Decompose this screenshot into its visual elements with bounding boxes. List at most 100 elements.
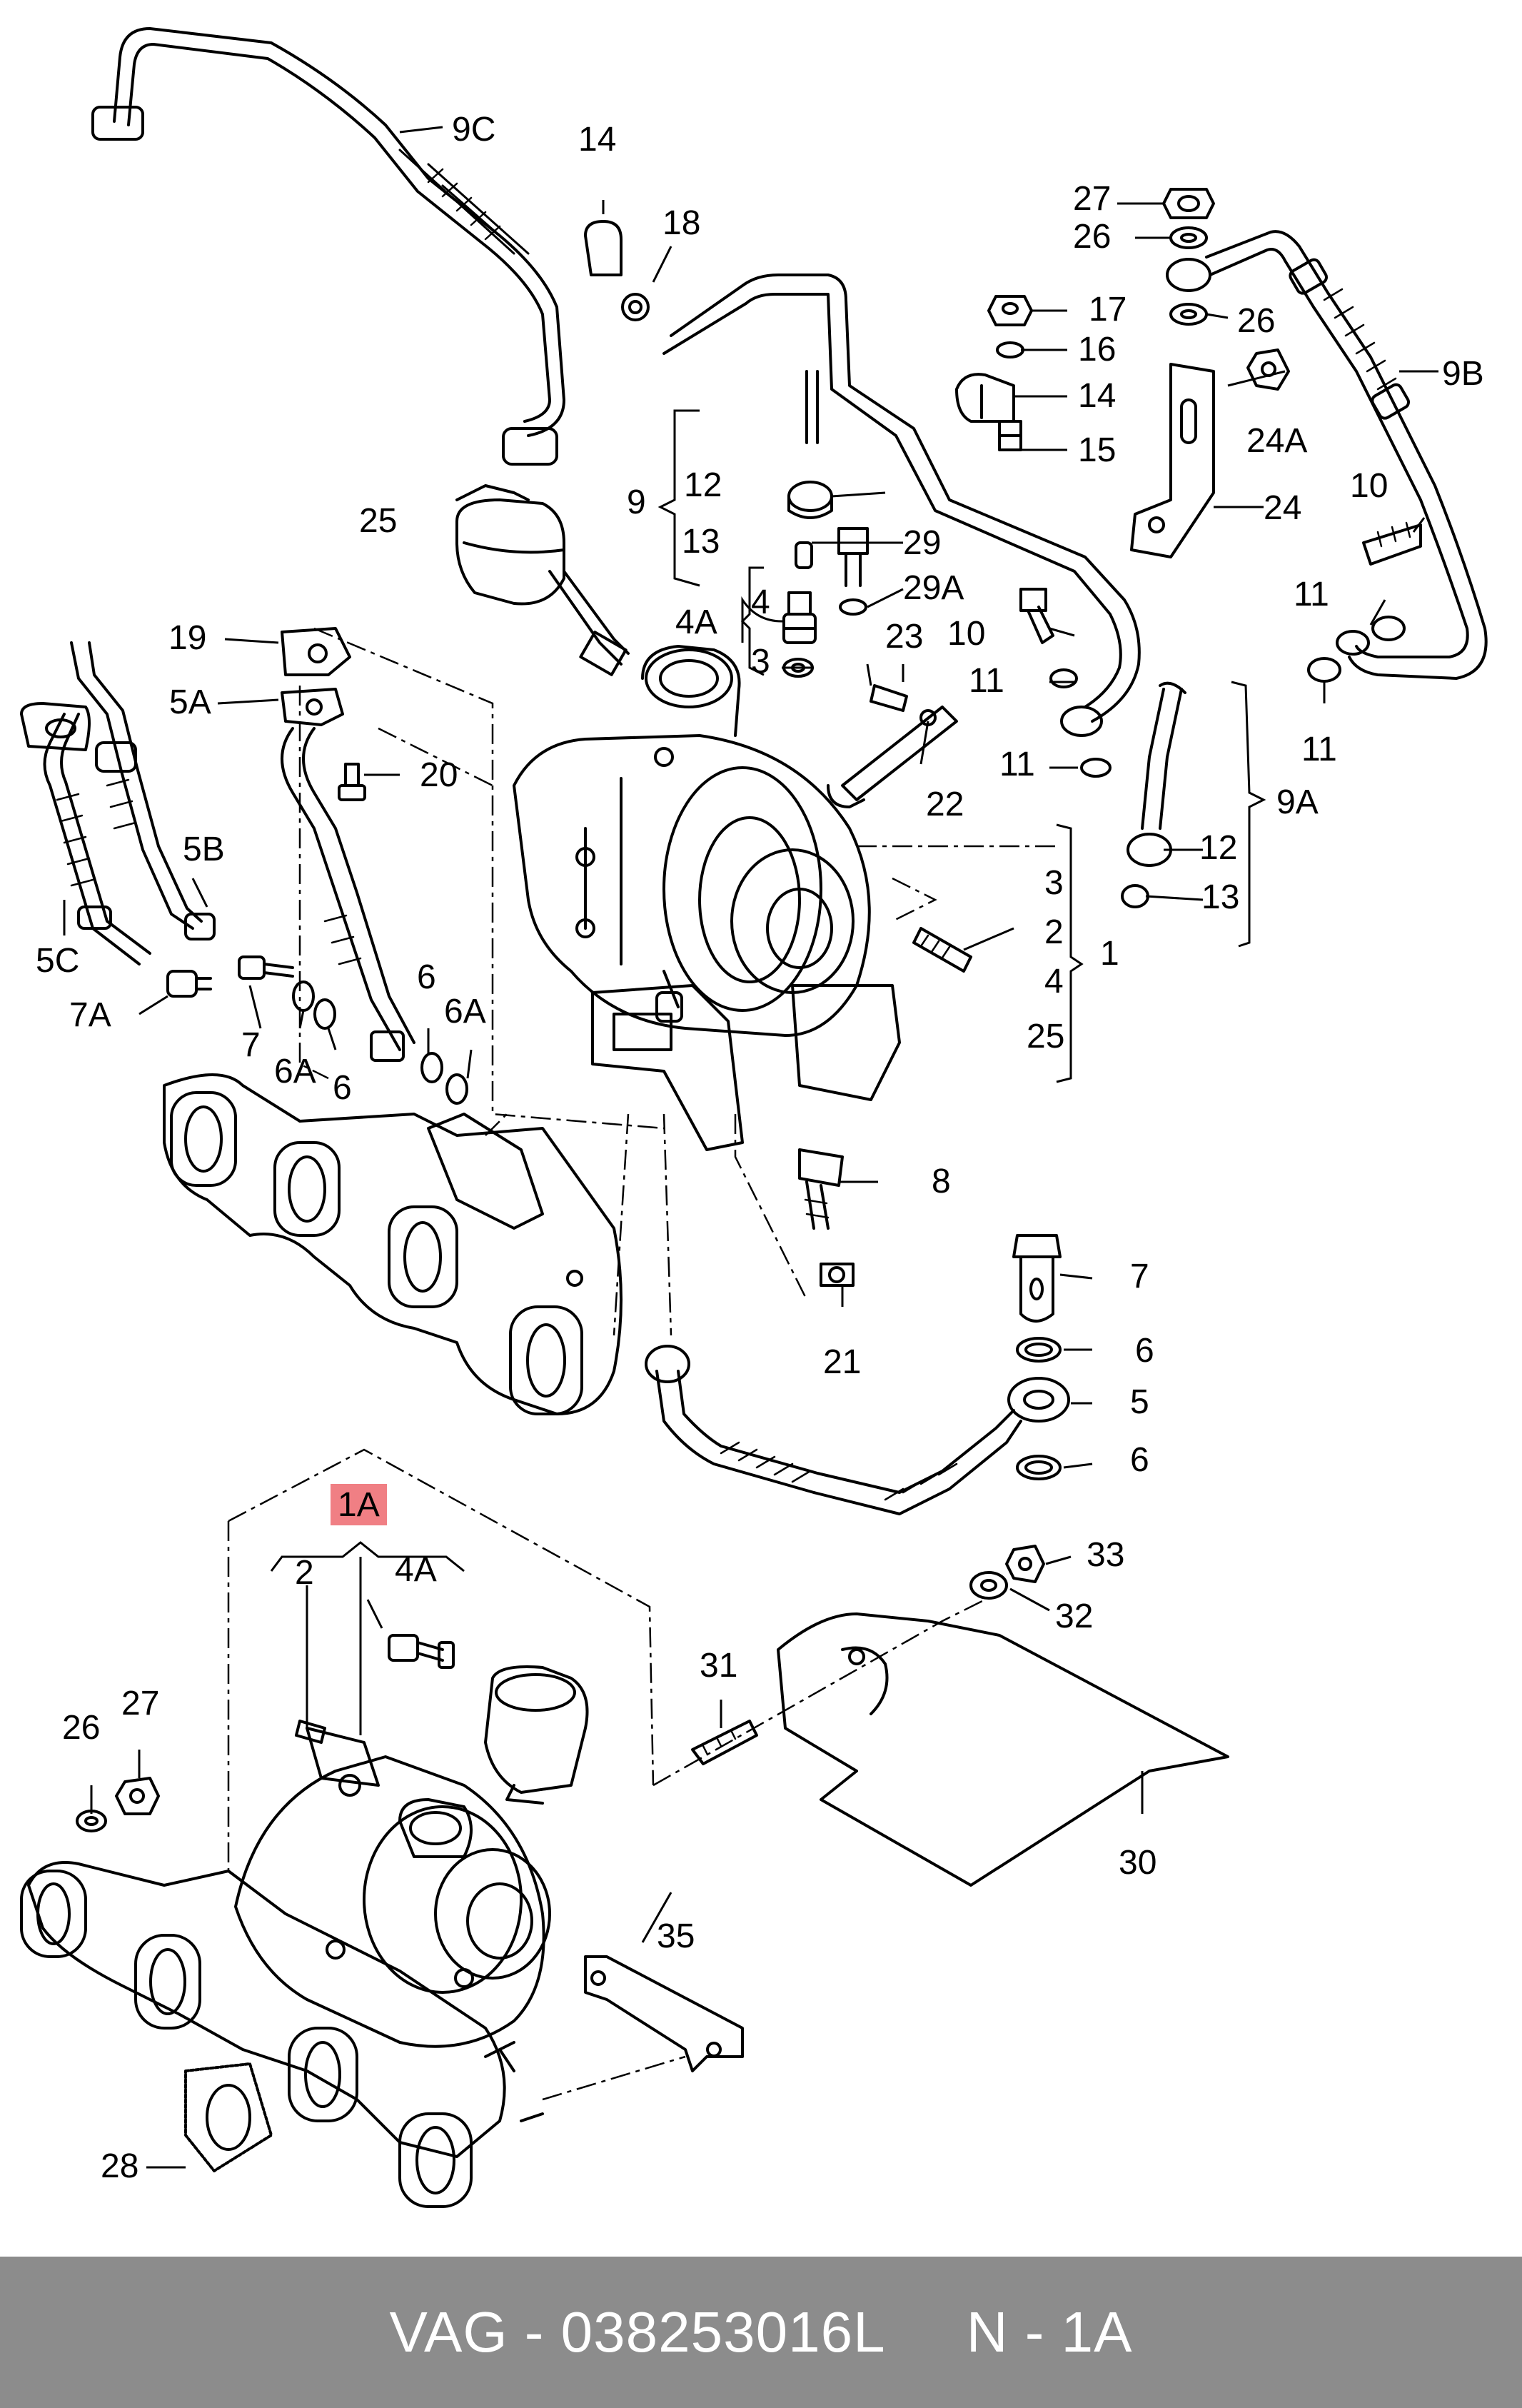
callout-4-mid: 4	[751, 583, 770, 621]
callout-5c: 5C	[36, 942, 80, 980]
callout-5b: 5B	[183, 831, 225, 868]
turbo-flange	[591, 984, 744, 1151]
callout-10-right: 10	[1350, 467, 1389, 505]
callout-3-right: 3	[1044, 864, 1064, 902]
washer-16	[996, 341, 1024, 358]
callout-13-top: 13	[682, 523, 720, 561]
callout-11-right-a: 11	[1294, 576, 1329, 613]
bolt-29	[837, 527, 869, 616]
callout-30: 30	[1119, 1844, 1157, 1882]
callout-24: 24	[1264, 489, 1302, 527]
callout-11-mid-b: 11	[999, 746, 1035, 783]
callout-16: 16	[1078, 331, 1117, 368]
bolt-15	[998, 420, 1022, 451]
washer-11-right	[1307, 616, 1406, 683]
callout-7-left: 7	[241, 1026, 261, 1064]
bolt-7-left	[238, 955, 468, 1105]
callout-26-right-b: 26	[1237, 302, 1276, 340]
callout-26-lower: 26	[62, 1709, 101, 1747]
callout-9a: 9A	[1276, 783, 1319, 821]
fitting-21	[820, 1263, 855, 1287]
oil-hose-9a	[1121, 681, 1186, 908]
washer-26-lower	[76, 1810, 107, 1832]
oil-pipe-9c	[91, 27, 565, 466]
callout-24a: 24A	[1246, 422, 1308, 460]
oil-hose-5b	[70, 641, 216, 940]
callout-6a-left: 6A	[444, 993, 486, 1030]
nut-27-lower	[115, 1777, 160, 1815]
callout-4a-mid: 4A	[675, 603, 717, 641]
callout-2-right: 2	[1044, 913, 1064, 951]
turbo-assembly-1a	[234, 1665, 589, 2048]
callout-32: 32	[1055, 1597, 1094, 1635]
callout-5: 5	[1130, 1383, 1149, 1421]
callout-27-lower: 27	[121, 1685, 160, 1722]
washer-26-right-a	[1169, 226, 1208, 249]
callout-4-right: 4	[1044, 963, 1064, 1000]
callout-31: 31	[700, 1647, 738, 1685]
callout-18: 18	[662, 204, 701, 242]
nut-24a	[1246, 348, 1290, 391]
callout-19: 19	[168, 619, 207, 657]
callout-10-mid: 10	[947, 615, 986, 653]
turbocharger-center	[513, 645, 901, 1101]
callout-5a: 5A	[169, 683, 211, 721]
oil-pipe-lower	[645, 1345, 1022, 1515]
callout-17: 17	[1089, 291, 1127, 328]
callout-1: 1	[1100, 935, 1119, 973]
nut-17	[987, 295, 1033, 326]
banjo-bolt-7-right	[1012, 1234, 1062, 1323]
callout-28: 28	[101, 2147, 139, 2185]
callout-15: 15	[1078, 431, 1117, 469]
callout-25-right: 25	[1027, 1018, 1065, 1055]
bracket-24	[1130, 363, 1215, 558]
callout-6a-mid: 6A	[274, 1053, 316, 1090]
fitting-13-top	[795, 541, 813, 569]
callout-6-left: 6	[417, 958, 436, 996]
callout-6-right-a: 6	[1135, 1332, 1154, 1370]
callout-29a: 29A	[903, 569, 964, 607]
callout-11-right-b: 11	[1301, 731, 1337, 768]
washer-26-right-b	[1169, 303, 1208, 326]
exhaust-manifold-upper	[163, 1073, 623, 1415]
bolt-8	[798, 1148, 844, 1230]
bracket-35	[584, 1955, 744, 2072]
stud-31	[691, 1720, 758, 1765]
vacuum-actuator-25	[455, 484, 630, 676]
bracket-22	[827, 684, 958, 808]
clip-14-right	[955, 373, 1015, 423]
gasket-19	[281, 627, 351, 676]
oil-pipe-9	[662, 274, 1141, 723]
callout-25-top: 25	[359, 502, 398, 540]
callout-27-right: 27	[1073, 180, 1112, 218]
callout-11-mid-a: 11	[969, 662, 1004, 700]
gasket-28	[184, 2062, 273, 2172]
banjo-5	[1007, 1377, 1070, 1423]
nut-27-right	[1162, 188, 1215, 219]
callout-6-mid: 6	[333, 1069, 352, 1107]
callout-21: 21	[823, 1343, 862, 1381]
washer-32	[969, 1571, 1008, 1600]
oil-hose-5a	[281, 688, 415, 1062]
callout-12-top: 12	[684, 466, 722, 504]
fitting-7a	[166, 970, 212, 998]
callout-8: 8	[932, 1163, 951, 1200]
bolt-10-right	[1362, 521, 1422, 566]
callout-7-right: 7	[1130, 1258, 1149, 1295]
fitting-4-mid	[782, 591, 817, 678]
bolt-20	[338, 763, 366, 801]
oil-hose-5c	[20, 702, 151, 965]
washer-6-right-b	[1016, 1455, 1062, 1480]
nut-33	[1005, 1545, 1045, 1583]
nut-12-top	[787, 481, 833, 519]
callout-14-right: 14	[1078, 377, 1117, 415]
clip-14-top	[584, 220, 650, 321]
part-number-bar: VAG - 038253016L N - 1A	[0, 2257, 1522, 2408]
oil-pipe-9b	[1166, 230, 1488, 680]
callout-23: 23	[885, 618, 924, 656]
exhaust-manifold-lower	[20, 1861, 544, 2208]
callout-35: 35	[657, 1917, 695, 1955]
callout-20: 20	[420, 756, 458, 794]
callout-22: 22	[926, 786, 964, 823]
part-number-text: VAG - 038253016L N - 1A	[389, 2300, 1133, 2364]
